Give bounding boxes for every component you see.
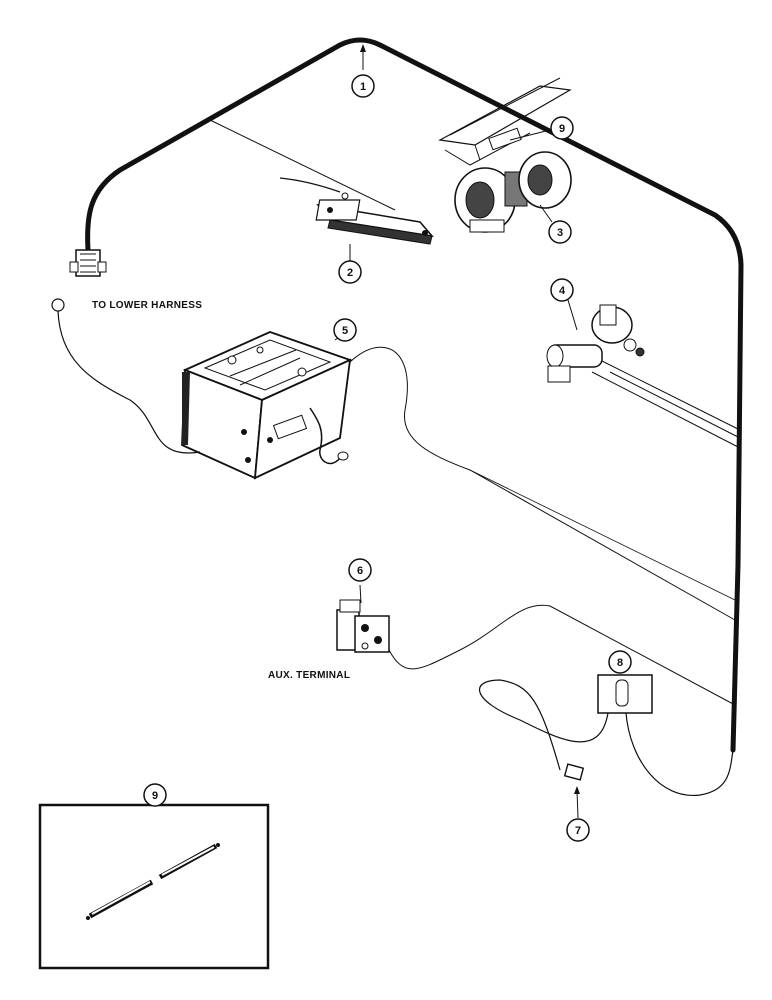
svg-text:9: 9: [559, 123, 565, 135]
svg-text:3: 3: [557, 227, 563, 239]
callout-8: 8: [608, 650, 632, 674]
ground-wire: [51, 298, 201, 454]
svg-text:9: 9: [152, 790, 158, 802]
callout-5: 5: [333, 318, 357, 342]
callout-1: 1: [351, 74, 375, 98]
fuse-holder-part-8: [478, 674, 734, 796]
lower-harness-label: TO LOWER HARNESS: [92, 300, 202, 311]
callout-7: 7: [566, 818, 590, 842]
thin-wire-right-run-2: [469, 469, 736, 601]
terminal-end-part-7: [563, 763, 585, 819]
callout-6: 6: [348, 558, 372, 582]
svg-text:6: 6: [357, 565, 363, 577]
aux-terminal-part-6: [336, 584, 736, 706]
callout-3: 3: [548, 220, 572, 244]
module-board-part-2: [279, 177, 434, 262]
callout-9-top: 9: [509, 116, 574, 141]
svg-text:8: 8: [617, 657, 623, 669]
aux-terminal-label: AUX. TERMINAL: [268, 670, 350, 681]
svg-text:4: 4: [559, 285, 566, 297]
valve-actuator-part-4: [546, 299, 741, 449]
callout-9-inset: 9: [143, 783, 167, 807]
thin-wire-right-run: [329, 346, 736, 621]
callout-4: 4: [550, 278, 574, 302]
inset-detail-box: [38, 797, 270, 970]
svg-text:5: 5: [342, 325, 348, 337]
lower-harness-connector: [69, 249, 107, 277]
control-box-part-5: [181, 329, 353, 480]
callout-2: 2: [338, 260, 362, 284]
blower-motor-part-3: [438, 77, 572, 233]
main-harness-cable: [85, 37, 744, 753]
svg-text:2: 2: [347, 267, 353, 279]
svg-text:1: 1: [360, 81, 366, 93]
svg-text:7: 7: [575, 825, 581, 837]
thin-wire-diagonal: [209, 119, 396, 211]
callout-1-arrow: [360, 44, 366, 52]
